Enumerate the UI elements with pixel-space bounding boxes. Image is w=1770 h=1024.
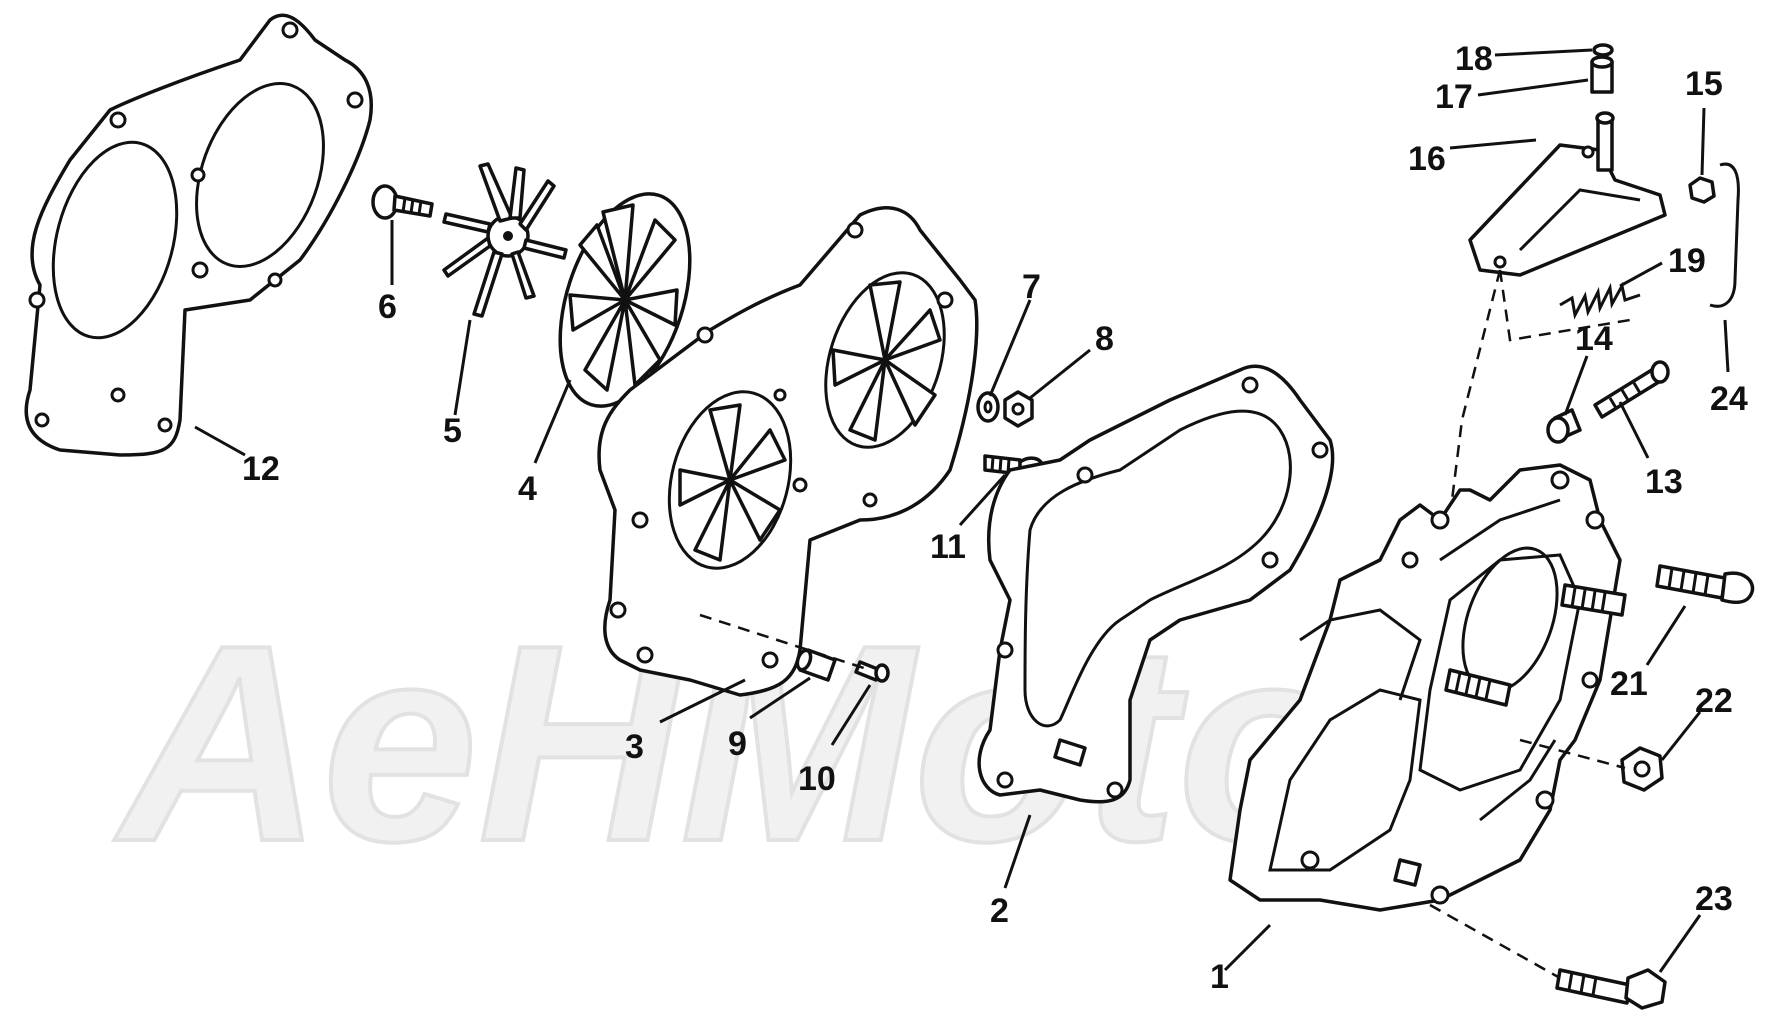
alignment-line-16 xyxy=(1450,269,1502,501)
callout-2: 2 xyxy=(990,892,1009,930)
part-22-nut xyxy=(1620,746,1664,792)
alignment-line-9 xyxy=(699,613,871,672)
part-3-reed-plate xyxy=(597,206,979,697)
part-5-star-valve xyxy=(442,162,568,318)
part-21-screw xyxy=(1655,564,1755,605)
reed-left xyxy=(678,403,787,562)
callout-6: 6 xyxy=(378,288,397,326)
part-23-bolt xyxy=(1555,968,1667,1010)
part-14-fitting xyxy=(1546,408,1582,444)
callout-14: 14 xyxy=(1575,320,1613,358)
part-15-nut xyxy=(1688,176,1716,204)
callout-4: 4 xyxy=(518,470,537,508)
part-13-plunger xyxy=(1593,360,1670,419)
part-12-gasket xyxy=(24,13,373,457)
callout-12: 12 xyxy=(242,450,280,488)
callout-16: 16 xyxy=(1408,140,1446,178)
callout-3: 3 xyxy=(625,728,644,766)
callout-7: 7 xyxy=(1022,268,1041,306)
part-1-adapter-body xyxy=(1228,463,1627,912)
part-8-nut xyxy=(1003,390,1034,428)
callout-22: 22 xyxy=(1695,682,1733,720)
part-6-screw xyxy=(371,184,434,220)
callout-10: 10 xyxy=(798,760,836,798)
part-24-link-rod xyxy=(1709,162,1740,308)
callout-13: 13 xyxy=(1645,463,1683,501)
part-4-petal-valve xyxy=(558,192,692,408)
part-17-bushing xyxy=(1590,55,1614,94)
part-2-gasket xyxy=(977,364,1335,804)
callout-15: 15 xyxy=(1685,65,1723,103)
alignment-line-22 xyxy=(1519,738,1626,770)
callout-21: 21 xyxy=(1610,665,1648,703)
alignment-line-19 xyxy=(1498,269,1631,342)
callout-1: 1 xyxy=(1210,958,1229,996)
part-9-pin xyxy=(795,648,837,682)
callout-8: 8 xyxy=(1095,320,1114,358)
callout-23: 23 xyxy=(1695,880,1733,918)
part-18-washer xyxy=(1592,43,1614,57)
leader-lines xyxy=(194,48,1730,973)
callout-19: 19 xyxy=(1668,242,1706,280)
callout-9: 9 xyxy=(728,725,747,763)
part-7-washer xyxy=(976,391,1000,423)
alignment-line-23 xyxy=(1429,903,1561,980)
callout-18: 18 xyxy=(1455,40,1493,78)
callout-5: 5 xyxy=(443,412,462,450)
part-19-spring xyxy=(1559,281,1641,320)
callout-17: 17 xyxy=(1435,78,1473,116)
part-16-linkage-arm xyxy=(1468,111,1667,277)
callout-24: 24 xyxy=(1710,380,1748,418)
reed-right xyxy=(831,280,942,442)
callout-11: 11 xyxy=(930,528,966,566)
